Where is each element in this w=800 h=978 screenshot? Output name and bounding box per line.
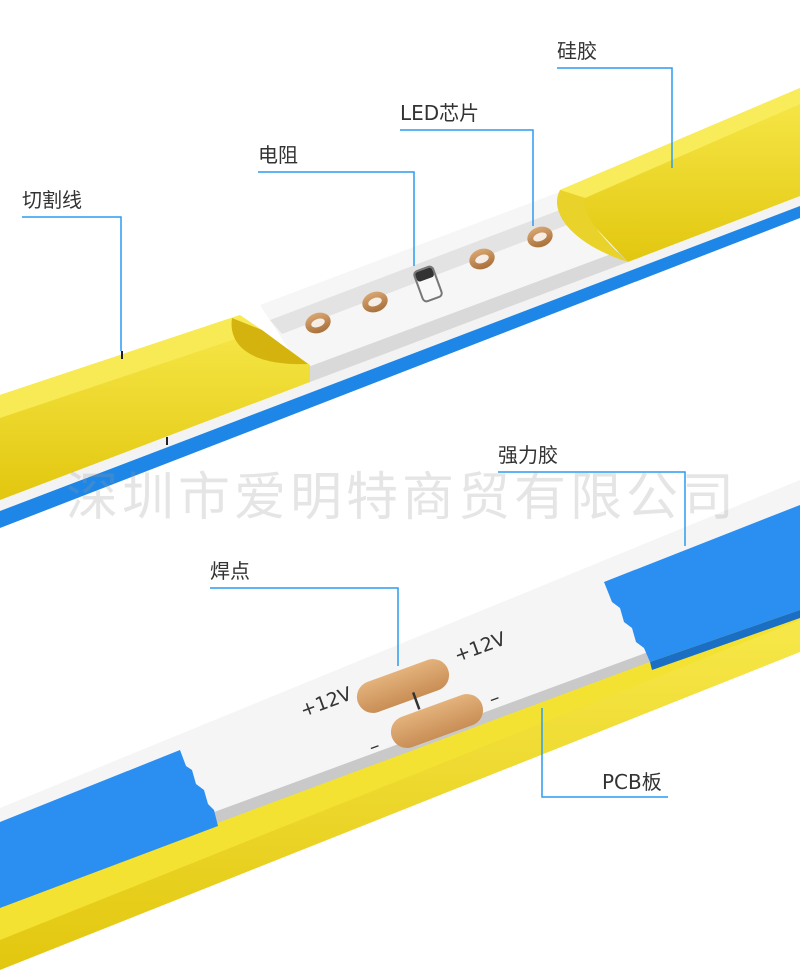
callout-led-chip [400, 129, 534, 226]
callout-cut-line [22, 216, 122, 351]
top-strip [0, 88, 800, 528]
bottom-silicone-highlight [0, 602, 800, 940]
adhesive-tape-right [604, 505, 800, 662]
led-chip [469, 248, 495, 270]
company-watermark: 深圳市爱明特商贸有限公司 [66, 468, 739, 528]
silicone-left-cut-face [231, 318, 308, 365]
silicone-right-block [560, 88, 800, 262]
led-chips [305, 226, 553, 334]
label-pcb: PCB板 [602, 770, 662, 794]
label-led-chip: LED芯片 [400, 101, 480, 125]
solder-pad [390, 694, 484, 748]
callout-lines [22, 67, 686, 798]
label-silicone: 硅胶 [557, 39, 597, 63]
resistor-component [413, 265, 443, 303]
solder-pad [356, 659, 450, 713]
cut-divider [411, 692, 421, 710]
adhesive-tape-left [0, 750, 218, 908]
label-adhesive: 强力胶 [498, 443, 558, 467]
adhesive-tape-right-edge [650, 610, 800, 670]
silicone-right-top [560, 88, 800, 198]
label-solder-pad: 焊点 [210, 559, 250, 583]
cut-mark [166, 437, 168, 445]
cut-mark [121, 351, 123, 359]
label-resistor: 电阻 [258, 143, 298, 167]
top-pcb-exposed-lower [300, 250, 628, 382]
label-cut-line: 切割线 [22, 188, 82, 212]
callout-pcb [541, 708, 668, 798]
top-pcb-blue-edge [0, 205, 800, 528]
silicone-left-block [0, 315, 310, 500]
callout-adhesive [498, 471, 686, 546]
led-chip [362, 291, 388, 313]
callout-solder-pad [210, 587, 399, 666]
led-chip [305, 312, 331, 334]
bottom-strip [0, 480, 800, 970]
silicone-right-cut-face [556, 190, 628, 262]
callout-silicone [557, 67, 673, 168]
bottom-silicone-yellow [0, 618, 800, 970]
led-chip [527, 226, 553, 248]
callout-resistor [258, 171, 415, 266]
silicone-left-top [0, 315, 262, 418]
